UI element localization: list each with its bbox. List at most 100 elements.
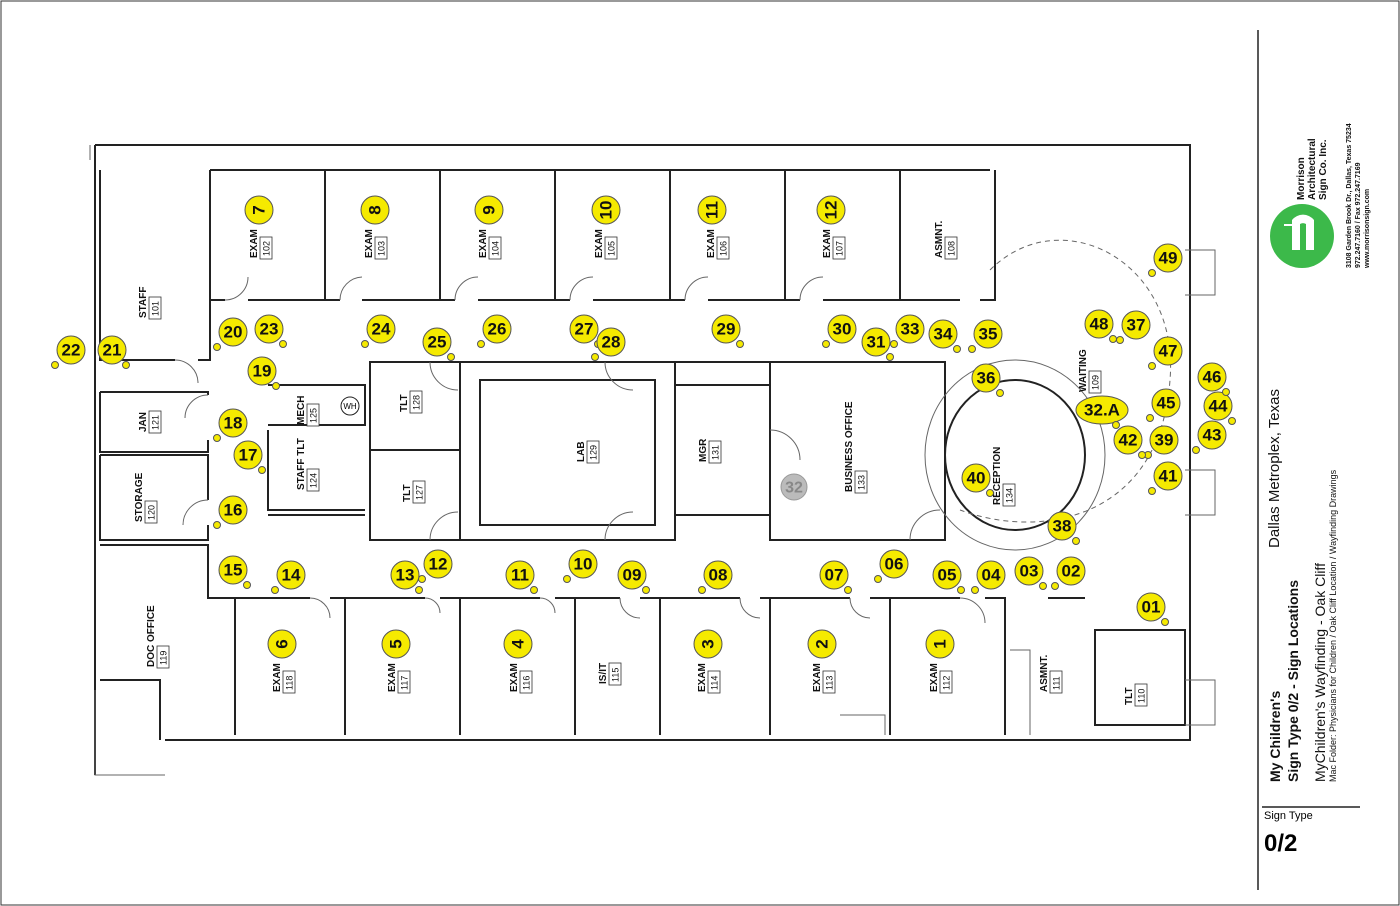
sign-marker[interactable]: 41	[1148, 461, 1183, 495]
sign-marker[interactable]: 30	[822, 314, 857, 348]
sign-marker[interactable]: 46	[1197, 362, 1230, 396]
sign-marker[interactable]: 23	[254, 314, 287, 348]
exam-room-number-sign[interactable]: 6	[267, 629, 297, 659]
exam-room-number-sign[interactable]: 5	[381, 629, 411, 659]
sign-marker[interactable]: 33	[890, 314, 925, 348]
exam-room-number-sign[interactable]: 2	[807, 629, 837, 659]
sign-marker[interactable]: 29	[711, 314, 744, 348]
sign-location-dot	[1112, 421, 1120, 429]
sign-marker[interactable]: 39	[1144, 425, 1179, 459]
room-number: 101	[151, 301, 161, 316]
sign-marker[interactable]: 16	[213, 495, 248, 529]
sign-marker[interactable]: 48	[1084, 309, 1117, 343]
removed-sign-marker-label: 32	[785, 480, 803, 497]
sign-marker[interactable]: 44	[1203, 391, 1236, 425]
sign-marker[interactable]: 06	[874, 549, 909, 583]
sign-marker[interactable]: 25	[422, 327, 455, 361]
exam-room-number: 2	[813, 639, 832, 648]
room-label: ASMNT.108	[934, 221, 958, 260]
sign-marker[interactable]: 42	[1113, 425, 1146, 459]
sign-location-dot	[1146, 414, 1154, 422]
sign-marker[interactable]: 12	[418, 549, 453, 583]
sign-location-dot	[822, 340, 830, 348]
sign-marker[interactable]: 24	[361, 314, 396, 348]
sign-marker[interactable]: 03	[1014, 556, 1047, 590]
exam-room-number-sign[interactable]: 10	[591, 195, 621, 225]
sign-marker-label: 33	[901, 320, 920, 339]
sign-marker[interactable]: 31	[861, 327, 894, 361]
room-number-box	[822, 670, 836, 694]
exam-room-number-sign[interactable]: 7	[244, 195, 274, 225]
exam-room-number-sign[interactable]: 1	[925, 629, 955, 659]
room-number-box	[854, 470, 868, 494]
sign-marker[interactable]: 21	[97, 335, 130, 369]
sign-marker[interactable]: 15	[218, 555, 251, 589]
exam-room-number-sign[interactable]: 4	[503, 629, 533, 659]
sign-marker-label: 05	[938, 566, 957, 585]
exam-room-number-sign[interactable]: 3	[693, 629, 723, 659]
room-name: EXAM	[706, 229, 717, 258]
sign-marker[interactable]: 34	[928, 319, 961, 353]
sign-marker-label: 12	[429, 555, 448, 574]
sign-marker[interactable]: 28	[591, 327, 626, 361]
sign-marker[interactable]: 11	[505, 560, 538, 594]
sign-marker[interactable]: 36	[971, 363, 1004, 397]
sign-marker[interactable]: 08	[698, 560, 733, 594]
sign-marker[interactable]: 01	[1136, 592, 1169, 626]
sign-marker-label: 21	[103, 341, 122, 360]
sign-marker[interactable]: 14	[271, 560, 306, 594]
exam-room-number-sign[interactable]: 11	[697, 195, 727, 225]
sign-marker[interactable]: 40	[961, 463, 994, 497]
sign-location-dot	[213, 434, 221, 442]
sign-marker[interactable]: 47	[1148, 336, 1183, 370]
room-name: STAFF TLT	[296, 438, 307, 490]
exam-room-number-sign[interactable]: 9	[474, 195, 504, 225]
exam-room-number-sign[interactable]: 12	[816, 195, 846, 225]
sign-marker[interactable]: 07	[819, 560, 852, 594]
sign-marker[interactable]: 18	[213, 408, 248, 442]
walls	[89, 144, 1216, 776]
sign-location-dot	[996, 389, 1004, 397]
sign-marker[interactable]: 20	[213, 317, 248, 351]
room-number-box	[832, 236, 846, 260]
room-number-box	[586, 440, 600, 464]
sign-marker[interactable]: 05	[932, 560, 965, 594]
sign-marker[interactable]: 38	[1047, 511, 1080, 545]
room-number-box	[716, 236, 730, 260]
sign-marker[interactable]: 32.A	[1075, 395, 1129, 429]
sign-marker[interactable]: 09	[617, 560, 650, 594]
sign-marker[interactable]: 37	[1116, 310, 1151, 344]
sign-marker[interactable]: 43	[1192, 420, 1227, 454]
sign-marker[interactable]: 13	[390, 560, 423, 594]
room-name: EXAM	[509, 663, 520, 692]
sign-marker[interactable]: 22	[51, 335, 86, 369]
sign-marker[interactable]: 19	[247, 356, 280, 390]
room-number: 117	[400, 676, 410, 690]
room-number: 134	[1005, 488, 1015, 503]
room-name: MGR	[698, 438, 709, 462]
sheet-title: Sign Type 0/2 - Sign Locations	[1285, 580, 1301, 782]
sign-marker[interactable]: 10	[563, 549, 598, 583]
room-number-box	[939, 670, 953, 694]
sign-marker[interactable]: 04	[971, 560, 1006, 594]
sign-marker-label: 44	[1209, 397, 1228, 416]
room-name: EXAM	[387, 663, 398, 692]
room-number-box	[604, 236, 618, 260]
room-number: 115	[611, 668, 621, 682]
sign-marker[interactable]: 45	[1146, 388, 1181, 422]
sign-location-dot	[1222, 388, 1230, 396]
room-number-box	[259, 236, 273, 260]
exam-room-number-sign[interactable]: 8	[360, 195, 390, 225]
sign-marker[interactable]: 35	[968, 319, 1003, 353]
sign-marker[interactable]: 02	[1051, 556, 1086, 590]
exam-room-number: 4	[509, 639, 528, 649]
project-name: MyChildren's Wayfinding - Oak Cliff	[1312, 563, 1328, 782]
sign-marker[interactable]: 26	[477, 314, 512, 348]
sign-location-dot	[447, 353, 455, 361]
sign-marker[interactable]: 17	[233, 440, 266, 474]
sign-marker[interactable]: 49	[1148, 243, 1183, 277]
project-info: MyChildren's Wayfinding - Oak Cliff Mac …	[1312, 470, 1339, 782]
